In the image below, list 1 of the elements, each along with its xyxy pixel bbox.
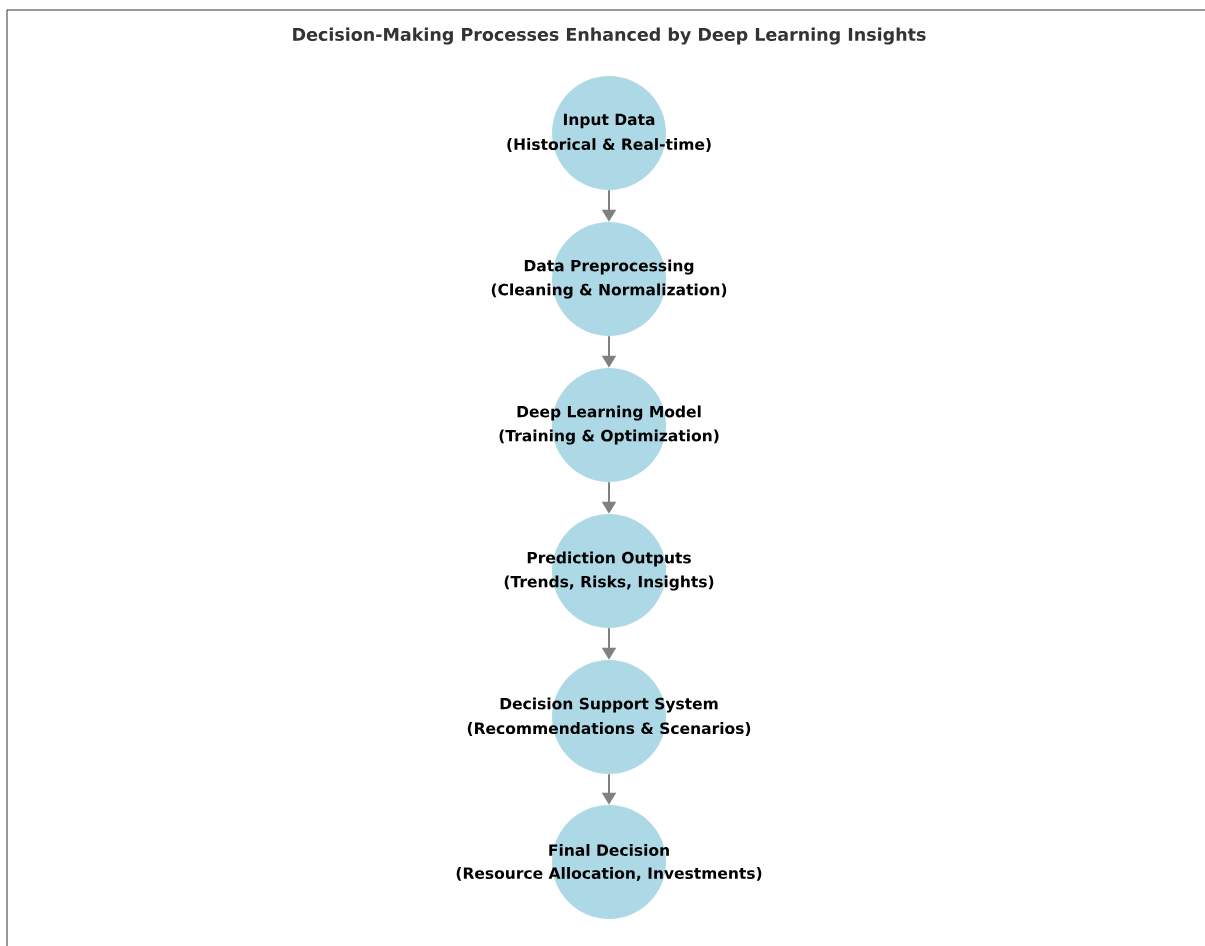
- title: Decision-Making Processes Enhanced by Deep Learning Insights: [293, 27, 926, 45]
